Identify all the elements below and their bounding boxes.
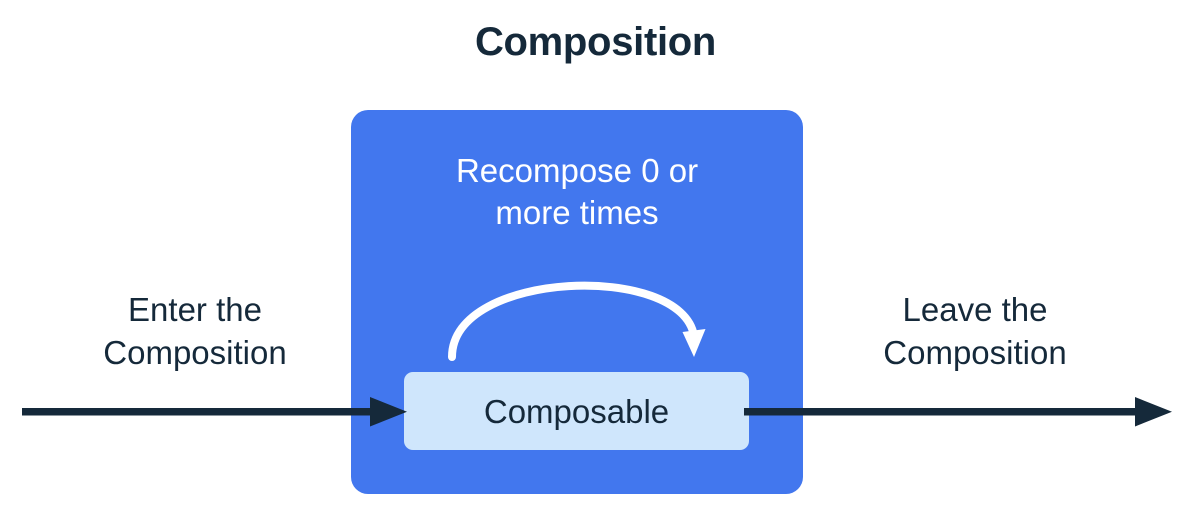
composable-box: Composable [404,372,749,450]
enter-caption: Enter the Composition [40,288,350,374]
recompose-caption: Recompose 0 or more times [351,150,803,234]
composable-label: Composable [483,392,670,430]
leave-caption: Leave the Composition [820,288,1130,374]
recompose-caption-line-2: more times [495,194,659,231]
leave-caption-line-2: Composition [883,334,1067,371]
enter-arrow-right-icon [22,397,407,427]
enter-caption-line-1: Enter the [128,291,262,328]
curved-loop-arrow-icon [448,281,706,361]
leave-arrow-right-icon [744,397,1172,427]
recompose-caption-line-1: Recompose 0 or [455,152,699,189]
leave-caption-line-1: Leave the [902,291,1048,328]
enter-caption-line-2: Composition [103,334,287,371]
page-title: Composition [474,20,717,64]
